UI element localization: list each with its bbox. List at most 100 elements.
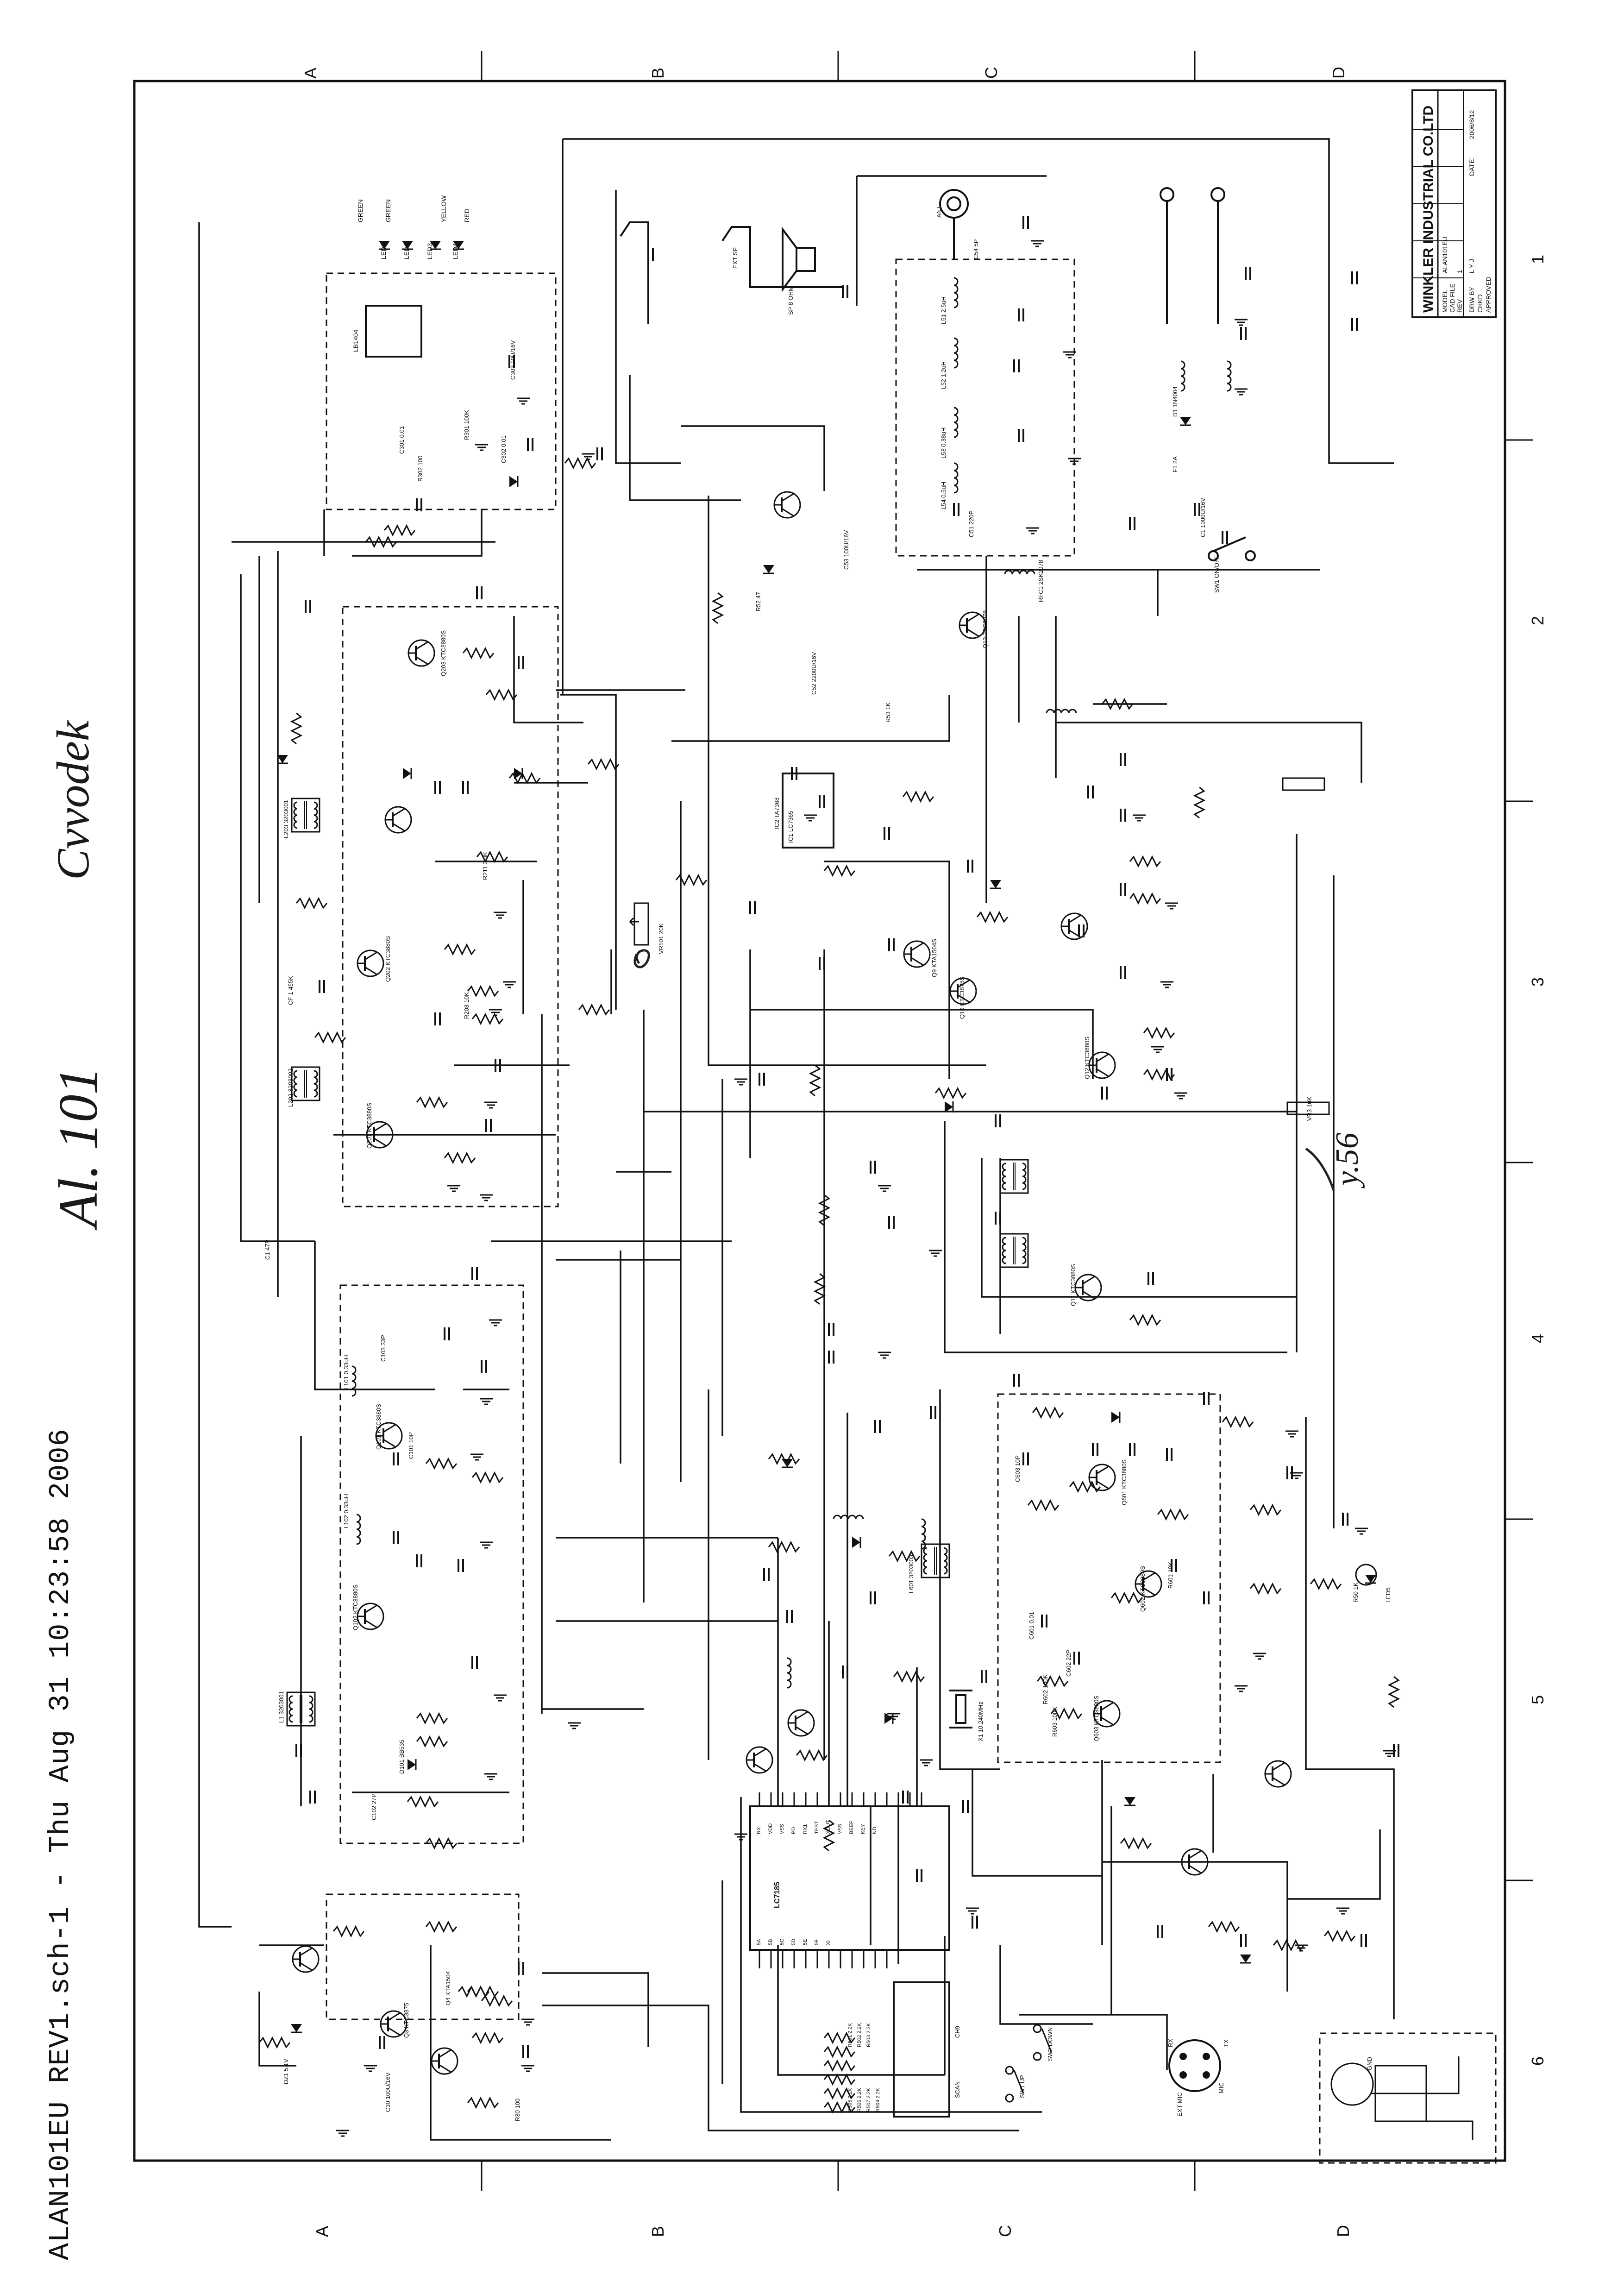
- pll-res-5: R505 2.2K: [847, 2088, 853, 2112]
- mic-plug-inset: [1330, 2056, 1474, 2140]
- pll-pin-6: XOUT: [826, 1820, 831, 1834]
- rx-part-7: C1 47P: [264, 1239, 271, 1260]
- mic-part-3: DZ1 5.1V: [282, 2059, 289, 2084]
- vco-part-6: C602 22P: [1065, 1650, 1072, 1677]
- grid-col-top-D: D: [1329, 67, 1348, 79]
- pll-pin-7: VSS: [837, 1823, 843, 1834]
- power-part-3: SW1 ON/OFF: [1213, 555, 1220, 593]
- squelch-pot: [1282, 777, 1330, 1115]
- tx-part-1: Q11 KTC3880S: [1070, 1264, 1077, 1306]
- grid-ticks: [481, 51, 1533, 2191]
- tx-part-4: L51 2.5uH: [940, 296, 947, 324]
- wiring: [198, 138, 1395, 2141]
- led-color-2: GREEN: [384, 199, 392, 222]
- vco-part-7: C603 10P: [1014, 1455, 1021, 1482]
- pll-res-1: R501 2.2K: [847, 2023, 853, 2047]
- led-label-4: LED4: [451, 243, 459, 259]
- vco-part-10: R603 100K: [1051, 1706, 1058, 1737]
- dc-input: [1160, 187, 1225, 324]
- audio-part-9: SP 8 OHM: [787, 286, 794, 315]
- audio-part-3: Q9 KTA1504S: [931, 939, 938, 977]
- pll-res-6: R506 2.2K: [857, 2088, 862, 2112]
- title-company: WINKLER INDUSTRIAL CO.LTD: [1421, 105, 1436, 313]
- pll-pin-0: RX: [756, 1827, 762, 1834]
- title-rev-value: 1: [1456, 270, 1463, 273]
- vco-part-5: C601 0.01: [1028, 1612, 1035, 1640]
- title-model-value: ALAN101EU: [1441, 236, 1448, 273]
- title-model-label: MODEL: [1441, 289, 1448, 313]
- tx-part-6: L53 0.38uH: [940, 427, 947, 459]
- pll-res-4: R504 2.2K: [875, 2088, 881, 2112]
- handwritten-brand-note: Cvvodek: [47, 720, 99, 880]
- led-part-3: C301 0.01: [398, 426, 405, 454]
- vco-part-2: Q602 KTC3880S: [1139, 1565, 1146, 1612]
- title-cadfile-label: CAD FILE: [1448, 283, 1456, 313]
- integrated-circuits: [365, 305, 950, 2118]
- audio-part-8: R53 1K: [884, 702, 891, 723]
- connector-label-extmic: EXT MIC: [1176, 2092, 1183, 2117]
- audio-part-4: Q10 KTC3875S: [959, 976, 966, 1019]
- tx-part-3: Q13 2SC2078: [982, 610, 989, 648]
- grid-row-2: 2: [1528, 616, 1547, 625]
- title-approved-label: APPROVED: [1485, 277, 1492, 313]
- rf-part-2: Q102 KTC3880S: [352, 1584, 359, 1630]
- power-part-5: VR3 10K: [1306, 1096, 1313, 1121]
- vco-part-9: R602 100K: [1042, 1674, 1049, 1704]
- handwritten-marks: [633, 949, 1335, 1191]
- rf-part-9: D101 BB535: [398, 1740, 405, 1774]
- volume-pot: [629, 902, 649, 946]
- led-ic-label: LB1404: [352, 329, 359, 352]
- rx-part-3: Q201 KTC3880S: [366, 1102, 373, 1149]
- power-part-4: D1 1N4004: [1172, 386, 1179, 417]
- grid-col-top-B: B: [648, 67, 667, 79]
- audio-part-7: R52 47: [755, 592, 762, 611]
- keypad-label-2: CH9: [954, 2025, 961, 2038]
- rx-part-2: Q202 KTC3880S: [384, 936, 391, 982]
- led-part-1: R301 100K: [463, 409, 470, 440]
- pll-pin-16: 5F: [814, 1939, 820, 1945]
- pll-pin-5: TEST: [814, 1821, 820, 1834]
- rx-part-8: R208 10K: [463, 992, 470, 1019]
- title-chkd-label: CHKD: [1476, 294, 1484, 313]
- pll-crystal-label: X1 10.240MHz: [977, 1702, 984, 1741]
- rx-part-1: Q203 KTC3880S: [440, 630, 447, 676]
- led-label-1: LED1: [380, 243, 387, 259]
- ext-sp-jack: [620, 221, 843, 324]
- mic-part-1: Q4 KTA1504: [445, 1971, 451, 2005]
- led-indicator: [1355, 1564, 1377, 1586]
- led-color-3: YELLOW: [440, 195, 447, 222]
- tx-part-7: L54 0.5uH: [940, 482, 947, 509]
- pll-pins: [759, 1792, 922, 1968]
- rf-part-3: L101 0.33uH: [343, 1355, 350, 1389]
- grid-row-4: 4: [1528, 1333, 1547, 1343]
- grid-row-1: 1: [1528, 254, 1547, 264]
- pll-pin-12: 5B: [768, 1939, 773, 1945]
- grid-col-top-A: A: [301, 67, 320, 79]
- rx-part-5: L202 3203002: [287, 1068, 294, 1107]
- tx-part-9: C54 5P: [972, 239, 979, 259]
- pll-pin-1: VDD: [768, 1823, 773, 1834]
- speaker-symbol: [782, 226, 816, 292]
- keypad-label-0: SW1 UP: [1019, 2075, 1026, 2098]
- handwritten-model-note: Al. 101: [47, 1067, 109, 1227]
- keypad-label-1: SW2 DOWN: [1047, 2027, 1053, 2061]
- rf-part-8: C103 33P: [380, 1335, 387, 1362]
- connector-label-extsp: EXT SP: [732, 247, 739, 269]
- led-label-2: LED2: [403, 243, 410, 259]
- rf-part-7: C102 27P: [370, 1793, 377, 1820]
- grid-col-top-C: C: [982, 67, 1001, 79]
- power-part-2: F1 2A: [1172, 456, 1179, 472]
- title-date-label: DATE:: [1468, 157, 1475, 176]
- vco-part-8: R601 10K: [1167, 1562, 1174, 1589]
- grid-col-bottom-A: A: [313, 2225, 332, 2237]
- grid-col-bottom-B: B: [648, 2225, 667, 2237]
- power-switch: [1208, 536, 1256, 561]
- grid-row-5: 5: [1528, 1695, 1547, 1704]
- audio-part-1: IC1 LC7365: [787, 811, 794, 843]
- pll-res-3: R503 2.2K: [866, 2023, 872, 2047]
- pll-pin-3: PD: [791, 1827, 796, 1834]
- antenna-connector: [939, 189, 969, 259]
- rx-part-4: L203 3203001: [282, 799, 289, 838]
- pll-pin-8: BEEP: [849, 1820, 854, 1834]
